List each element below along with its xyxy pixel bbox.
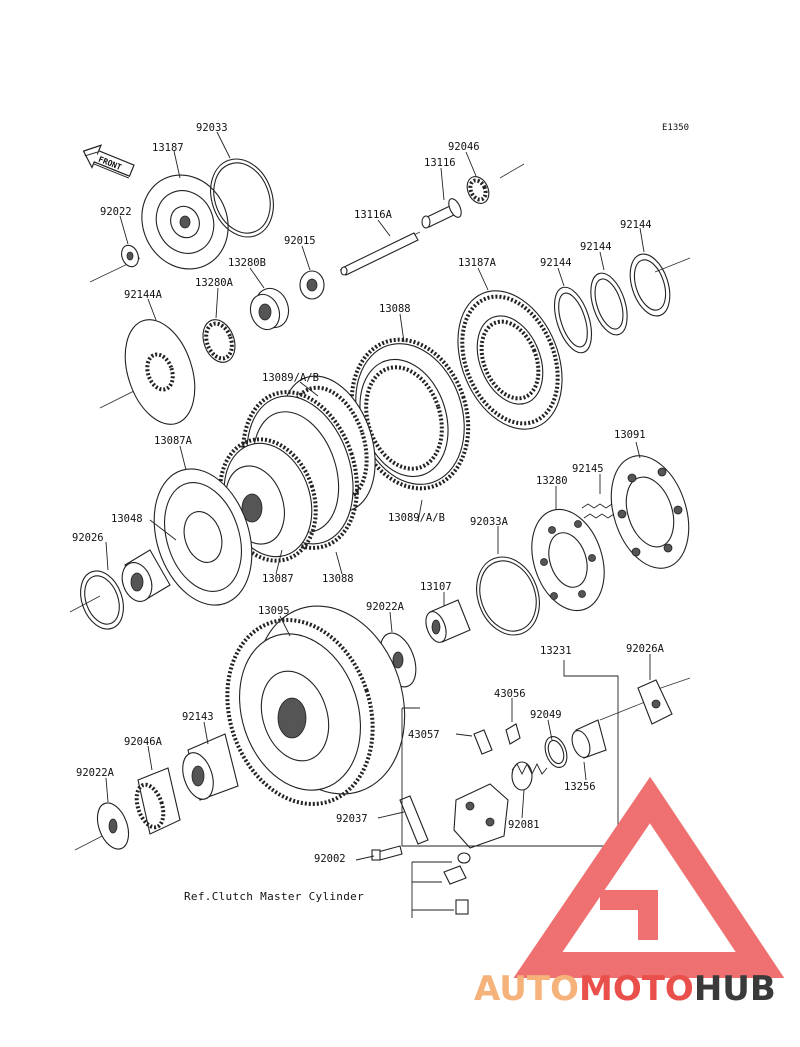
part-92144A-splined-washer [124, 319, 196, 425]
callout-92144-a: 92144 [540, 257, 572, 269]
callout-13231: 13231 [540, 645, 572, 657]
callout-13187A: 13187A [458, 257, 497, 269]
callout-92143: 92143 [182, 711, 214, 723]
callout-92144-b: 92144 [580, 241, 612, 253]
part-13116A-rod [340, 232, 419, 276]
part-13116-push-rod-head [421, 198, 462, 229]
callout-92026: 92026 [72, 532, 104, 544]
callout-92046: 92046 [448, 141, 480, 153]
logo-g-icon [600, 890, 658, 940]
callout-13095: 13095 [258, 605, 290, 617]
diagram-code: E1350 [662, 123, 689, 133]
callout-13087A: 13087A [154, 435, 193, 447]
part-92046-needle-bearing [466, 176, 490, 204]
part-92144-washer-1 [553, 286, 593, 354]
callout-92022A-bottom: 92022A [76, 767, 115, 779]
part-43057-bleeder [473, 729, 493, 755]
part-13280A-washer [202, 319, 236, 363]
part-13091-lifter-plate [610, 455, 690, 569]
callout-13256: 13256 [564, 781, 596, 793]
logo-triangle-icon [513, 776, 785, 978]
callout-13187: 13187 [152, 142, 184, 154]
front-arrow-icon: FRONT [82, 144, 135, 179]
ref-note: Ref.Clutch Master Cylinder [184, 890, 364, 903]
callout-92037: 92037 [336, 813, 368, 825]
part-92002-bolt [371, 845, 403, 861]
part-92144-washer-3 [629, 253, 671, 317]
callout-13087: 13087 [262, 573, 294, 585]
part-13048-sleeve [121, 549, 171, 602]
watermark-logo: AUTOMOTOHUB [474, 776, 785, 1009]
leader-lines [105, 131, 651, 861]
part-92022A-washer-lower [96, 802, 130, 850]
part-43056-cap [505, 723, 521, 745]
callout-92046A: 92046A [124, 736, 163, 748]
callout-92022A-top: 92022A [366, 601, 405, 613]
callout-92002: 92002 [314, 853, 346, 865]
callout-13089-top: 13089/A/B [262, 372, 319, 384]
part-92022-washer [121, 244, 139, 268]
callout-13089-bottom: 13089/A/B [388, 512, 445, 524]
callout-13048: 13048 [111, 513, 143, 525]
callout-13280: 13280 [536, 475, 568, 487]
part-13095-clutch-housing [225, 605, 406, 806]
callout-43057: 43057 [408, 729, 440, 741]
callout-92033A: 92033A [470, 516, 509, 528]
assembly-13231-box [401, 660, 619, 918]
part-13280-plate [531, 508, 605, 612]
part-13187-plate [141, 174, 229, 270]
callout-92144A: 92144A [124, 289, 163, 301]
callout-92081: 92081 [508, 819, 540, 831]
callout-92033: 92033 [196, 122, 228, 134]
part-slave-cylinder-body [453, 783, 509, 849]
callout-92026A: 92026A [626, 643, 665, 655]
callout-13280A: 13280A [195, 277, 234, 289]
part-banjo-fittings [443, 852, 471, 915]
callout-13280B: 13280B [228, 257, 266, 269]
callout-13088-top: 13088 [379, 303, 411, 315]
part-92144-washer-2 [590, 272, 628, 336]
callout-13116A: 13116A [354, 209, 393, 221]
callout-13116: 13116 [424, 157, 456, 169]
part-92145-springs [581, 503, 615, 519]
part-92143-collar [182, 733, 239, 801]
part-13280B-sleeve [249, 287, 290, 331]
part-92026A-cover [637, 679, 673, 725]
callout-92049: 92049 [530, 709, 562, 721]
callout-13091: 13091 [614, 429, 646, 441]
callout-43056: 43056 [494, 688, 526, 700]
part-92026-ring [80, 570, 124, 630]
part-92033-snap-ring [210, 158, 274, 238]
part-92033A-snap-ring [476, 556, 540, 636]
part-13087A-pressure-plate [153, 468, 253, 606]
callout-92015: 92015 [284, 235, 316, 247]
part-13256-piston [571, 719, 607, 759]
callout-92144-c: 92144 [620, 219, 652, 231]
brand-auto: AUTO [474, 969, 579, 1009]
callout-13088-bottom: 13088 [322, 573, 354, 585]
part-92037-pin [399, 795, 429, 845]
callout-labels: 13187 92033 92046 13116 92022 13116A 920… [72, 122, 665, 865]
part-92015-nut [299, 270, 325, 300]
part-92046A-needle-bearing [134, 767, 181, 835]
callout-92022: 92022 [100, 206, 132, 218]
callout-13107: 13107 [420, 581, 452, 593]
part-13088-friction-disc [349, 337, 471, 491]
part-92081-spring [511, 761, 548, 791]
svg-text:AUTOMOTOHUB: AUTOMOTOHUB [474, 969, 776, 1009]
part-92049-seal [544, 736, 568, 768]
brand-hub: HUB [694, 969, 776, 1009]
part-13187A-plate [457, 290, 563, 430]
part-13107-spacer [425, 599, 471, 643]
brand-moto: MOTO [579, 969, 694, 1009]
callout-92145: 92145 [572, 463, 604, 475]
